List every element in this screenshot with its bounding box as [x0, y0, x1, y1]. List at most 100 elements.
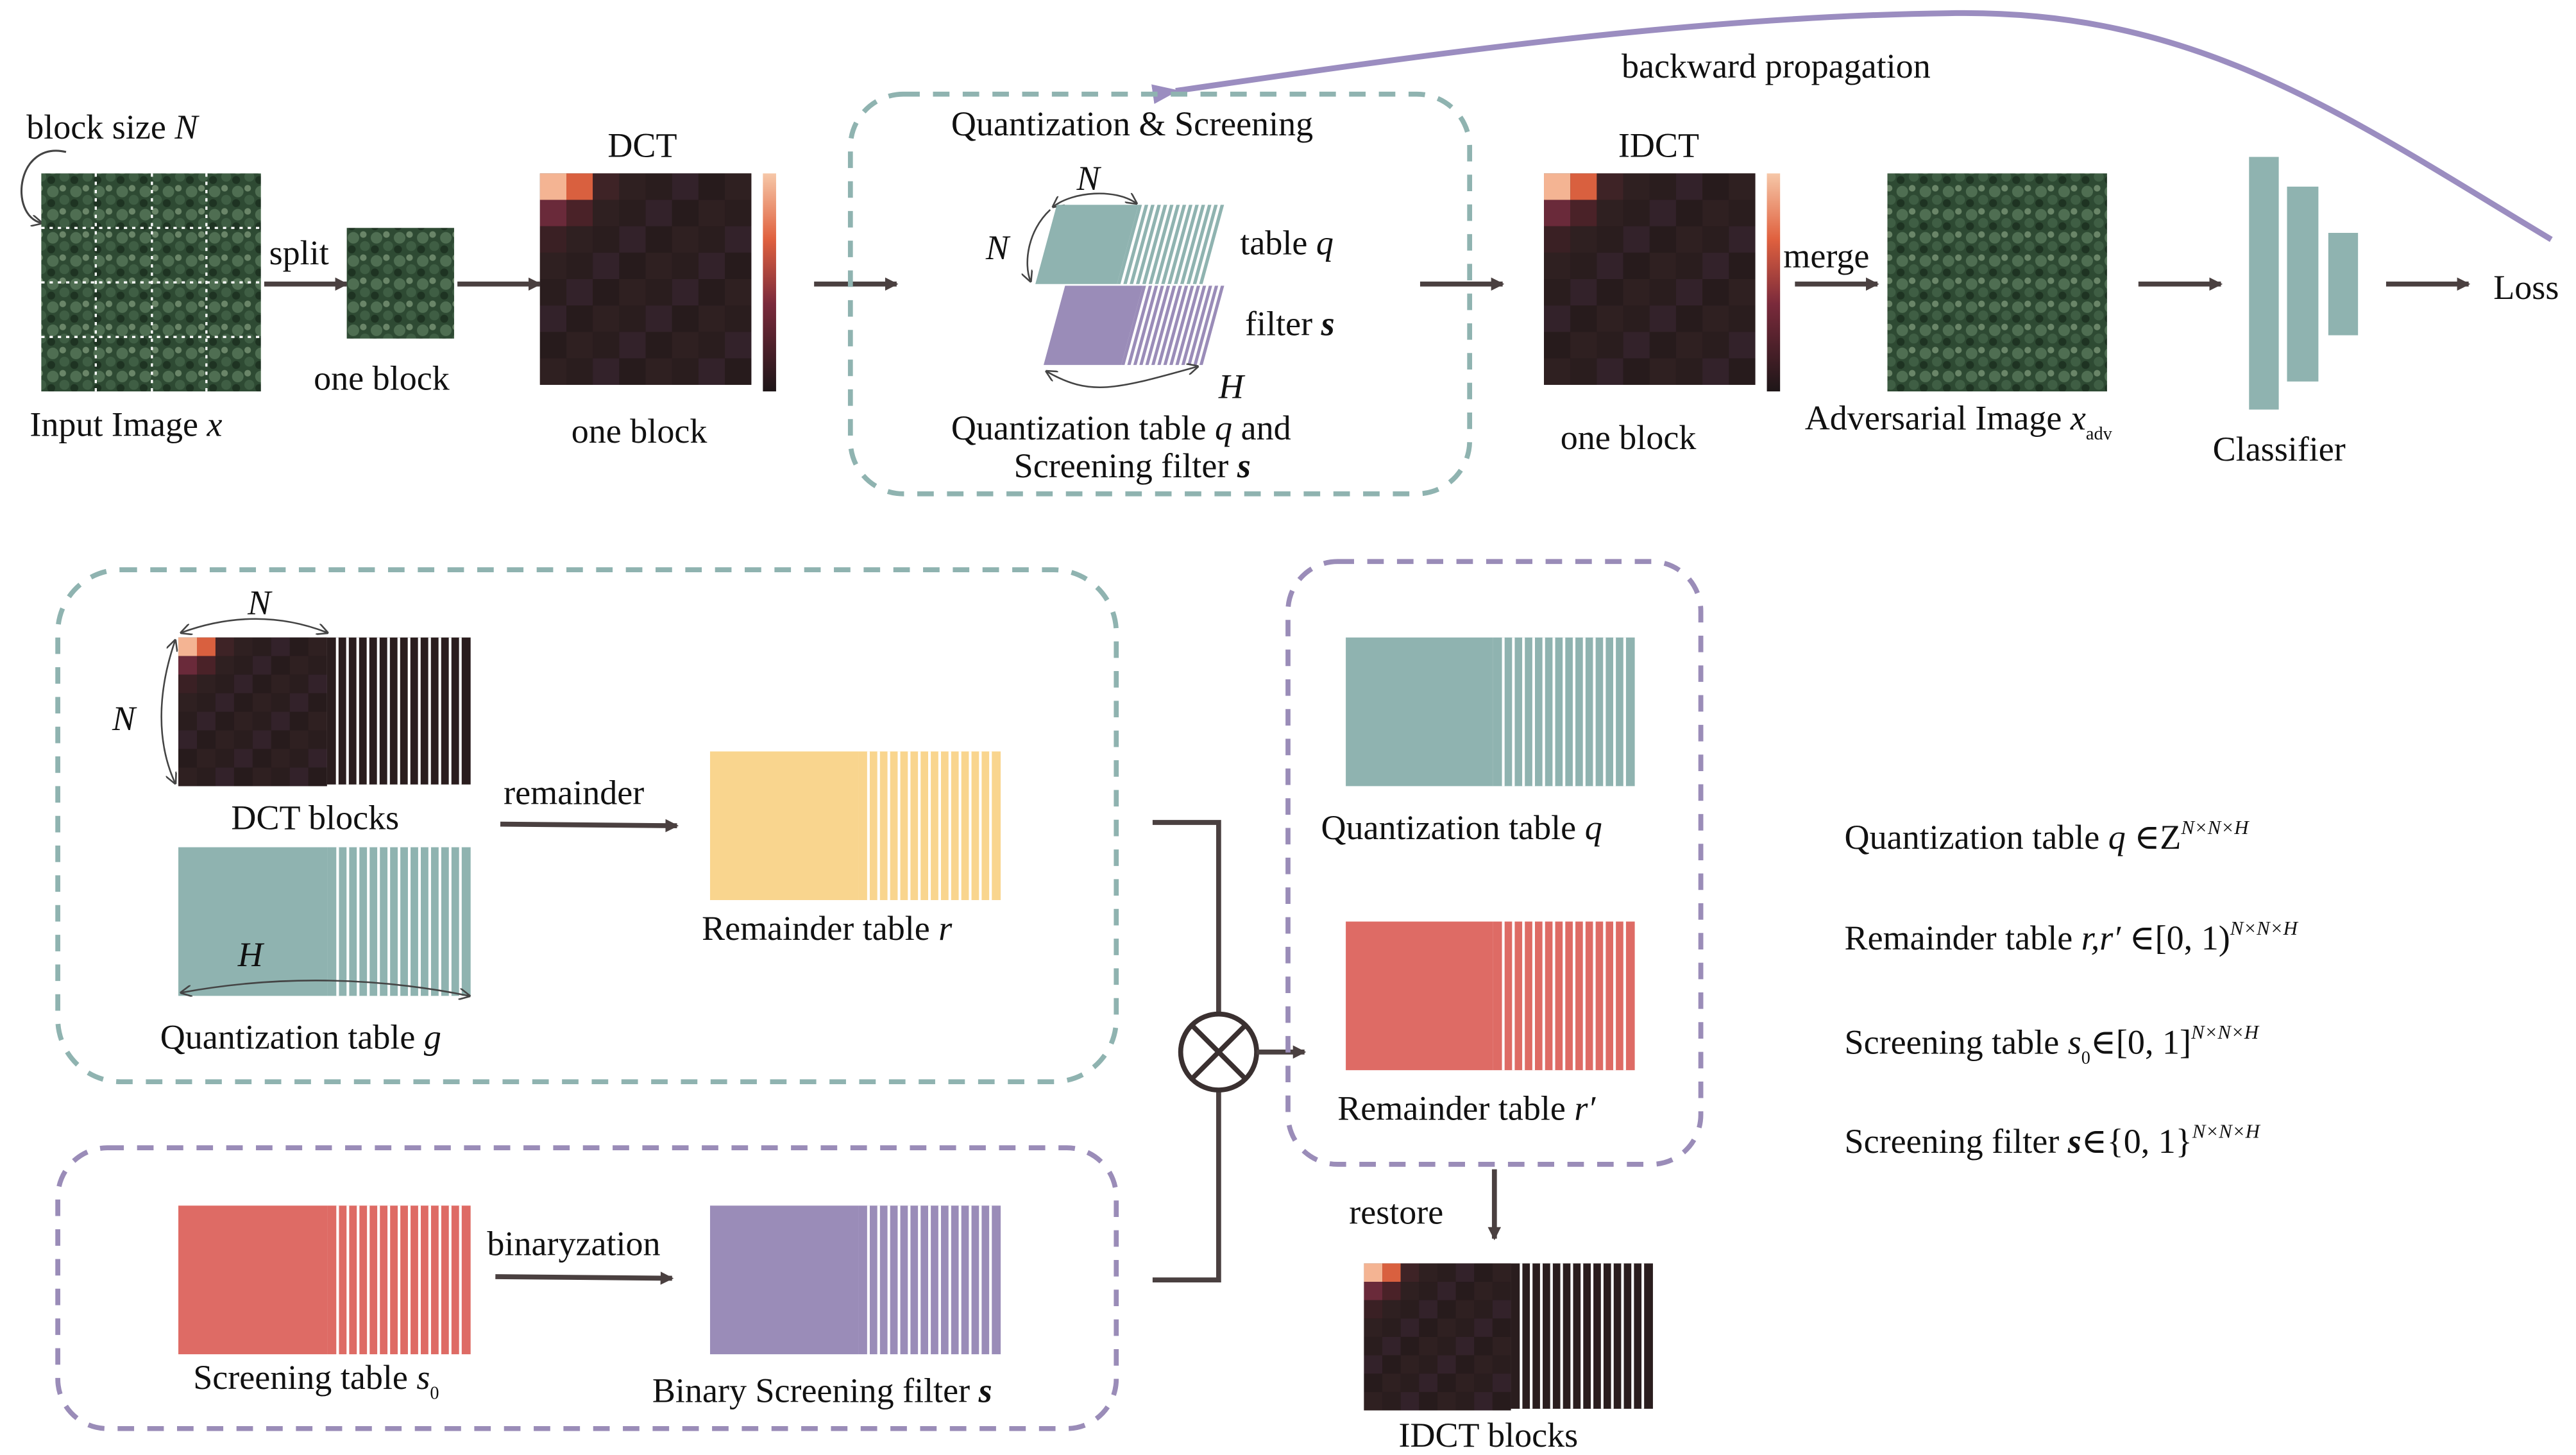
heatmap-cell — [1702, 358, 1729, 385]
one-block-label: one block — [314, 359, 450, 398]
heatmap-cell — [725, 226, 752, 253]
heatmap-cell — [1702, 305, 1729, 332]
classifier-label: Classifier — [2213, 430, 2346, 468]
heatmap-cell — [1675, 358, 1703, 385]
heatmap-cell — [1437, 1300, 1456, 1319]
para-stripe — [1187, 285, 1212, 365]
heatmap-cell — [698, 305, 725, 332]
heatmap-cell — [271, 637, 290, 656]
heatmap-cell — [1702, 200, 1729, 226]
heatmap-cell — [1419, 1391, 1437, 1411]
heatmap-cell — [566, 279, 593, 306]
heatmap-cell — [1419, 1318, 1437, 1337]
heatmap-cell — [1623, 200, 1650, 226]
heatmap-cell — [289, 730, 309, 749]
para-stripe — [1139, 285, 1164, 365]
quant-table-q-label: Quantization table q — [1321, 808, 1602, 847]
heatmap-cell — [1729, 358, 1756, 385]
heatmap-cell — [1729, 252, 1756, 280]
n-top-label: N — [1076, 159, 1101, 198]
para-stripe — [1142, 205, 1167, 284]
heatmap-cell — [672, 358, 699, 385]
block-size-bracket — [21, 149, 67, 223]
heatmap-cell — [672, 305, 699, 332]
heatmap-cell — [1400, 1318, 1419, 1337]
heatmap-cell — [1649, 226, 1676, 253]
n-left-bracket — [1028, 208, 1051, 281]
idct-one-block-label: one block — [1561, 418, 1697, 457]
svg-text:Screening filter s∈{0, 1}N×N×H: Screening filter s∈{0, 1}N×N×H — [1845, 1120, 2261, 1161]
idct-blocks-heatmap — [1364, 1263, 1511, 1411]
heatmap-cell — [645, 173, 672, 200]
heatmap-cell — [215, 767, 234, 787]
qs-caption-1: Quantization table q and — [951, 409, 1291, 447]
dct-blocks-label: DCT blocks — [231, 798, 399, 837]
heatmap-cell — [197, 693, 216, 712]
heatmap-cell — [289, 693, 309, 712]
para-stripe — [1155, 205, 1180, 284]
heatmap-cell — [539, 305, 567, 332]
heatmap-cell — [1729, 279, 1756, 306]
heatmap-cell — [178, 767, 197, 787]
table-solid — [709, 751, 859, 901]
heatmap-cell — [1597, 358, 1623, 385]
para-stripe — [1151, 285, 1176, 365]
heatmap-cell — [197, 711, 216, 731]
heatmap-cell — [1544, 305, 1571, 332]
heatmap-cell — [1649, 252, 1676, 280]
heatmap-cell — [1492, 1374, 1511, 1392]
heatmap-cell — [1570, 279, 1597, 306]
idct-title: IDCT — [1618, 126, 1699, 165]
heatmap-cell — [1455, 1355, 1475, 1374]
heatmap-cell — [725, 173, 752, 200]
heatmap-cell — [1474, 1300, 1493, 1319]
heatmap-cell — [1544, 332, 1571, 359]
heatmap-cell — [619, 358, 646, 385]
heatmap-cell — [197, 656, 216, 675]
heatmap-cell — [215, 711, 234, 731]
heatmap-cell — [1570, 200, 1597, 226]
heatmap-cell — [1400, 1355, 1419, 1374]
heatmap-cell — [1544, 358, 1571, 385]
heatmap-cell — [619, 279, 646, 306]
heatmap-cell — [1492, 1391, 1511, 1411]
heatmap-cell — [1544, 226, 1571, 253]
heatmap-cell — [1419, 1355, 1437, 1374]
heatmap-cell — [1382, 1263, 1401, 1282]
heatmap-cell — [178, 674, 197, 693]
para-stripe — [1181, 285, 1207, 365]
heatmap-cell — [289, 767, 309, 787]
heatmap-cell — [1649, 305, 1676, 332]
heatmap-cell — [1570, 252, 1597, 280]
heatmap-cell — [1364, 1282, 1383, 1300]
heatmap-cell — [566, 226, 593, 253]
heatmap-cell — [1570, 226, 1597, 253]
heatmap-cell — [593, 279, 620, 306]
heatmap-cell — [1364, 1318, 1383, 1337]
remainder-box — [55, 567, 1119, 1085]
heatmap-cell — [1400, 1391, 1419, 1411]
heatmap-cell — [197, 637, 216, 656]
remainder-label: remainder — [504, 774, 644, 812]
heatmap-cell — [1544, 200, 1571, 226]
heatmap-cell — [1597, 173, 1623, 200]
svg-text:Remainder table r,r′ ∈[0, 1)N×: Remainder table r,r′ ∈[0, 1)N×N×H — [1845, 917, 2299, 957]
heatmap-cell — [1675, 279, 1703, 306]
heatmap-cell — [539, 226, 567, 253]
heatmap-cell — [1437, 1391, 1456, 1411]
heatmap-cell — [178, 693, 197, 712]
heatmap-cell — [645, 226, 672, 253]
dct-heatmap — [539, 173, 752, 385]
colorbar — [1767, 173, 1781, 392]
heatmap-cell — [539, 252, 567, 280]
heatmap-cell — [1729, 226, 1756, 253]
heatmap-cell — [308, 674, 327, 693]
table-q-label: table q — [1240, 223, 1334, 262]
heatmap-cell — [233, 674, 253, 693]
heatmap-cell — [1455, 1300, 1475, 1319]
heatmap-cell — [1455, 1336, 1475, 1356]
binary-filter — [709, 1205, 1001, 1354]
heatmap-cell — [566, 358, 593, 385]
heatmap-cell — [1702, 332, 1729, 359]
